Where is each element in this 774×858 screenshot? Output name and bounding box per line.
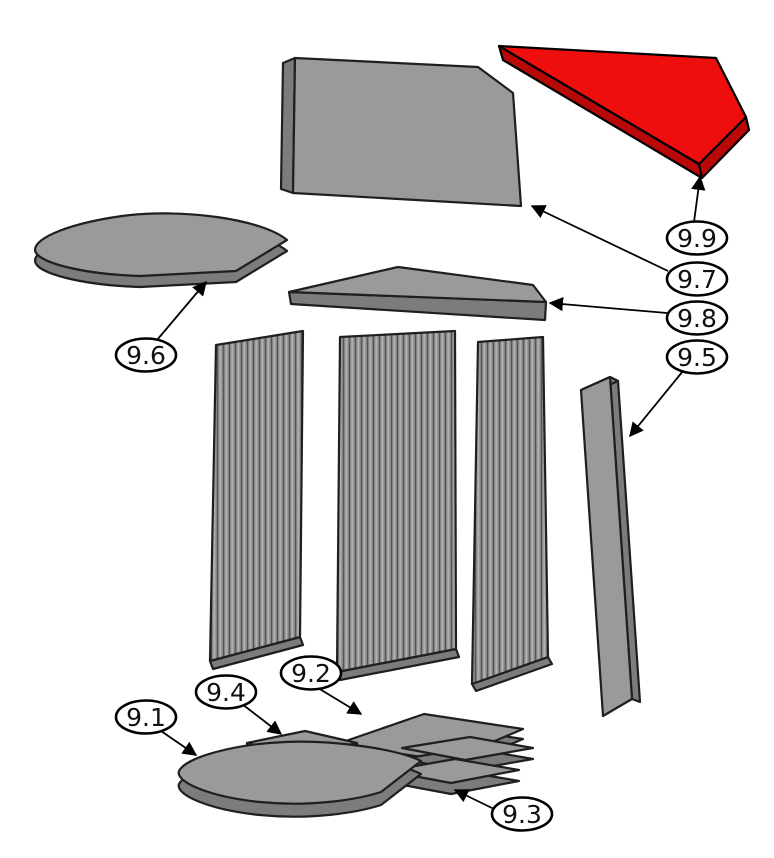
part-face [335,329,458,674]
callout-9-9[interactable]: 9.9 [665,220,729,256]
part-side-board[interactable] [579,375,642,718]
callout-bubble [490,796,554,832]
leader-9.1 [160,730,198,756]
part-deflector-plate-highlighted[interactable] [497,44,751,180]
part-face [470,335,550,686]
callout-bubble [114,699,178,735]
callout-9-3[interactable]: 9.3 [490,796,554,832]
leader-9.4 [241,703,283,735]
leader-9.8 [548,296,668,314]
callout-bubble [279,655,343,691]
callout-bubble [665,339,729,375]
callout-9-6[interactable]: 9.6 [114,337,178,373]
part-face [497,44,748,166]
callout-label: 9.8 [677,304,717,333]
callout-bubble [194,674,258,710]
callout-9-1[interactable]: 9.1 [114,699,178,735]
part-face [287,265,548,304]
callout-9-4[interactable]: 9.4 [194,674,258,710]
leader-9.9 [691,175,706,223]
part-baffle-wedge[interactable] [287,265,548,322]
callout-label: 9.1 [126,703,166,732]
leader-9.2 [317,687,363,715]
callout-bubble [665,261,729,297]
callout-9-8[interactable]: 9.8 [665,300,729,336]
part-side-liner-right[interactable] [470,335,554,693]
callout-9-5[interactable]: 9.5 [665,339,729,375]
part-face [177,740,423,805]
part-side-liner-left[interactable] [208,329,305,671]
leader-9.6 [156,280,207,341]
part-face [291,56,523,208]
part-face [400,735,535,762]
part-bottom-plate-front[interactable] [177,740,423,818]
callout-label: 9.6 [126,341,166,370]
callout-label: 9.7 [677,265,717,294]
part-face [33,212,289,278]
leader-9.7 [530,205,669,272]
leader-9.3 [453,789,495,810]
part-side-liner-middle[interactable] [335,329,461,682]
part-face [385,757,521,785]
callout-bubble [665,300,729,336]
callout-label: 9.3 [502,800,542,829]
leader-9.5 [629,370,684,438]
callout-bubble [114,337,178,373]
part-face [579,375,634,718]
part-bottom-bar-right-rear[interactable] [400,735,535,773]
callout-bubble [665,220,729,256]
part-rear-panel[interactable] [279,56,523,208]
part-top-plate[interactable] [33,212,289,289]
part-bottom-bar-right-front[interactable] [385,757,521,796]
callout-label: 9.4 [206,678,246,707]
part-face [208,329,305,663]
callout-label: 9.9 [677,224,717,253]
callout-label: 9.5 [677,343,717,372]
callout-9-7[interactable]: 9.7 [665,261,729,297]
callout-label: 9.2 [291,659,331,688]
callout-9-2[interactable]: 9.2 [279,655,343,691]
